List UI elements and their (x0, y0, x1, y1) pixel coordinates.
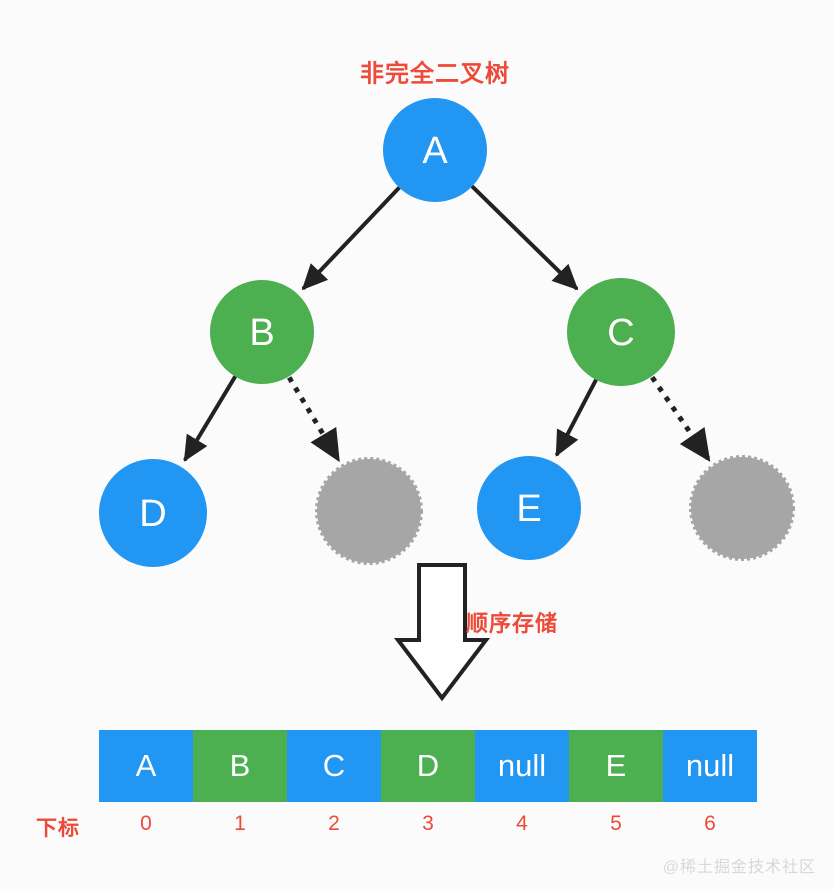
array-cell: B (193, 730, 287, 802)
diagram-title: 非完全二叉树 (360, 60, 510, 88)
sequential-storage-arrow (393, 563, 491, 702)
tree-node-d (99, 459, 207, 567)
array-cell: null (663, 730, 757, 802)
watermark: @稀土掘金技术社区 (662, 859, 816, 876)
array-cell: D (381, 730, 475, 802)
array-cell: C (287, 730, 381, 802)
tree-edge-A-B (301, 186, 401, 291)
tree-node-null (315, 457, 423, 565)
array-cell: A (99, 730, 193, 802)
tree-edge-A-C (470, 185, 579, 291)
index-axis-title: 下标 (36, 817, 80, 840)
array-index-label: 3 (422, 812, 434, 835)
tree-edge-B-D (183, 375, 237, 462)
tree-node-c (567, 278, 675, 386)
array-cell: E (569, 730, 663, 802)
array-index-label: 1 (234, 812, 246, 835)
tree-node-b (210, 280, 314, 384)
tree-node-null (689, 455, 795, 561)
array-cell: null (475, 730, 569, 802)
node-layer (99, 98, 795, 567)
tree-edge-B-N1 (287, 376, 340, 463)
block-down-arrow (393, 563, 491, 702)
tree-node-e (477, 456, 581, 560)
array-index-label: 4 (516, 812, 528, 835)
tree-node-a (383, 98, 487, 202)
array-index-label: 0 (140, 812, 152, 835)
sequential-storage-label: 顺序存储 (466, 611, 559, 636)
array-index-label: 5 (610, 812, 622, 835)
array-index-label: 6 (704, 812, 716, 835)
tree-edge-C-E (555, 378, 598, 457)
tree-edge-C-N2 (650, 375, 711, 462)
edge-layer (183, 185, 711, 463)
array-index-label: 2 (328, 812, 340, 835)
